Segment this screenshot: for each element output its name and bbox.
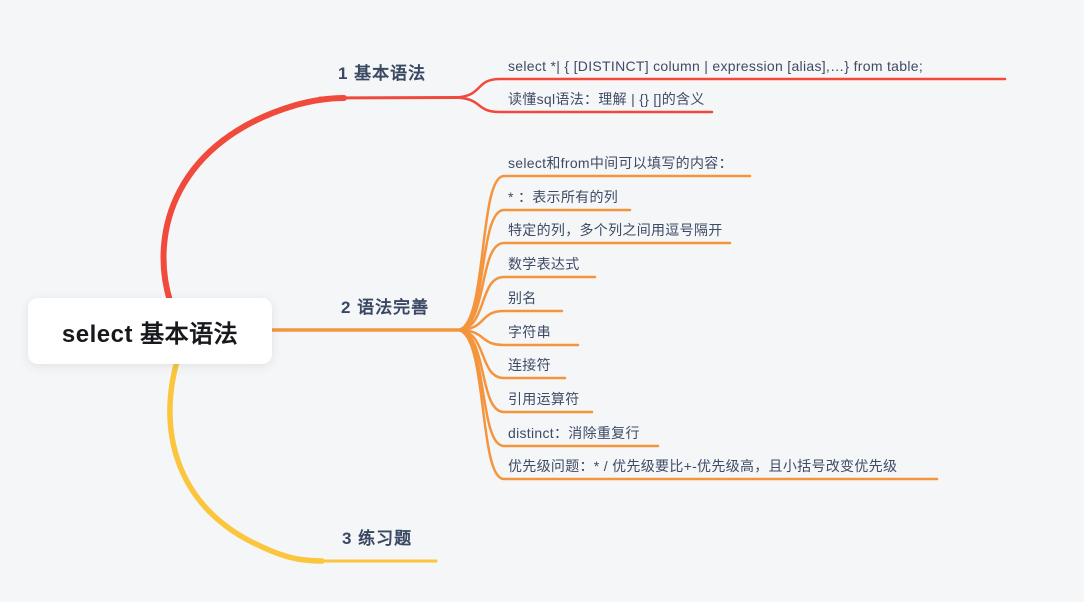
- subtopic-label[interactable]: 读懂sql语法：理解 | {} []的含义: [508, 91, 705, 107]
- branch-connector: [167, 358, 325, 564]
- branch-connector: [455, 328, 939, 481]
- branch-connector: [160, 95, 347, 304]
- subtopic-label[interactable]: 连接符: [508, 357, 551, 373]
- subtopic-label[interactable]: * ：表示所有的列: [508, 189, 619, 205]
- subtopic-label[interactable]: select *| { [DISTINCT] column | expressi…: [508, 58, 924, 74]
- branch-connector: [451, 96, 714, 114]
- branch-connector: [318, 96, 460, 100]
- subtopic-label[interactable]: 别名: [508, 290, 537, 306]
- branch-topic-1[interactable]: 1 基本语法: [338, 64, 427, 83]
- branch-connector: [455, 275, 597, 332]
- subtopic-label[interactable]: 引用运算符: [508, 391, 580, 407]
- subtopic-label[interactable]: 特定的列，多个列之间用逗号隔开: [508, 222, 723, 238]
- subtopic-label[interactable]: 优先级问题：* / 优先级要比+-优先级高，且小括号改变优先级: [508, 458, 898, 474]
- branch-topic-2[interactable]: 2 语法完善: [341, 298, 430, 317]
- subtopic-label[interactable]: select和from中间可以填写的内容：: [508, 155, 733, 171]
- root-topic[interactable]: select 基本语法: [28, 298, 272, 364]
- subtopic-label[interactable]: 字符串: [508, 324, 551, 340]
- subtopic-label[interactable]: distinct：消除重复行: [508, 425, 640, 441]
- branch-connector: [455, 241, 732, 332]
- subtopic-label[interactable]: 数学表达式: [508, 256, 580, 272]
- branch-topic-3[interactable]: 3 练习题: [342, 529, 413, 548]
